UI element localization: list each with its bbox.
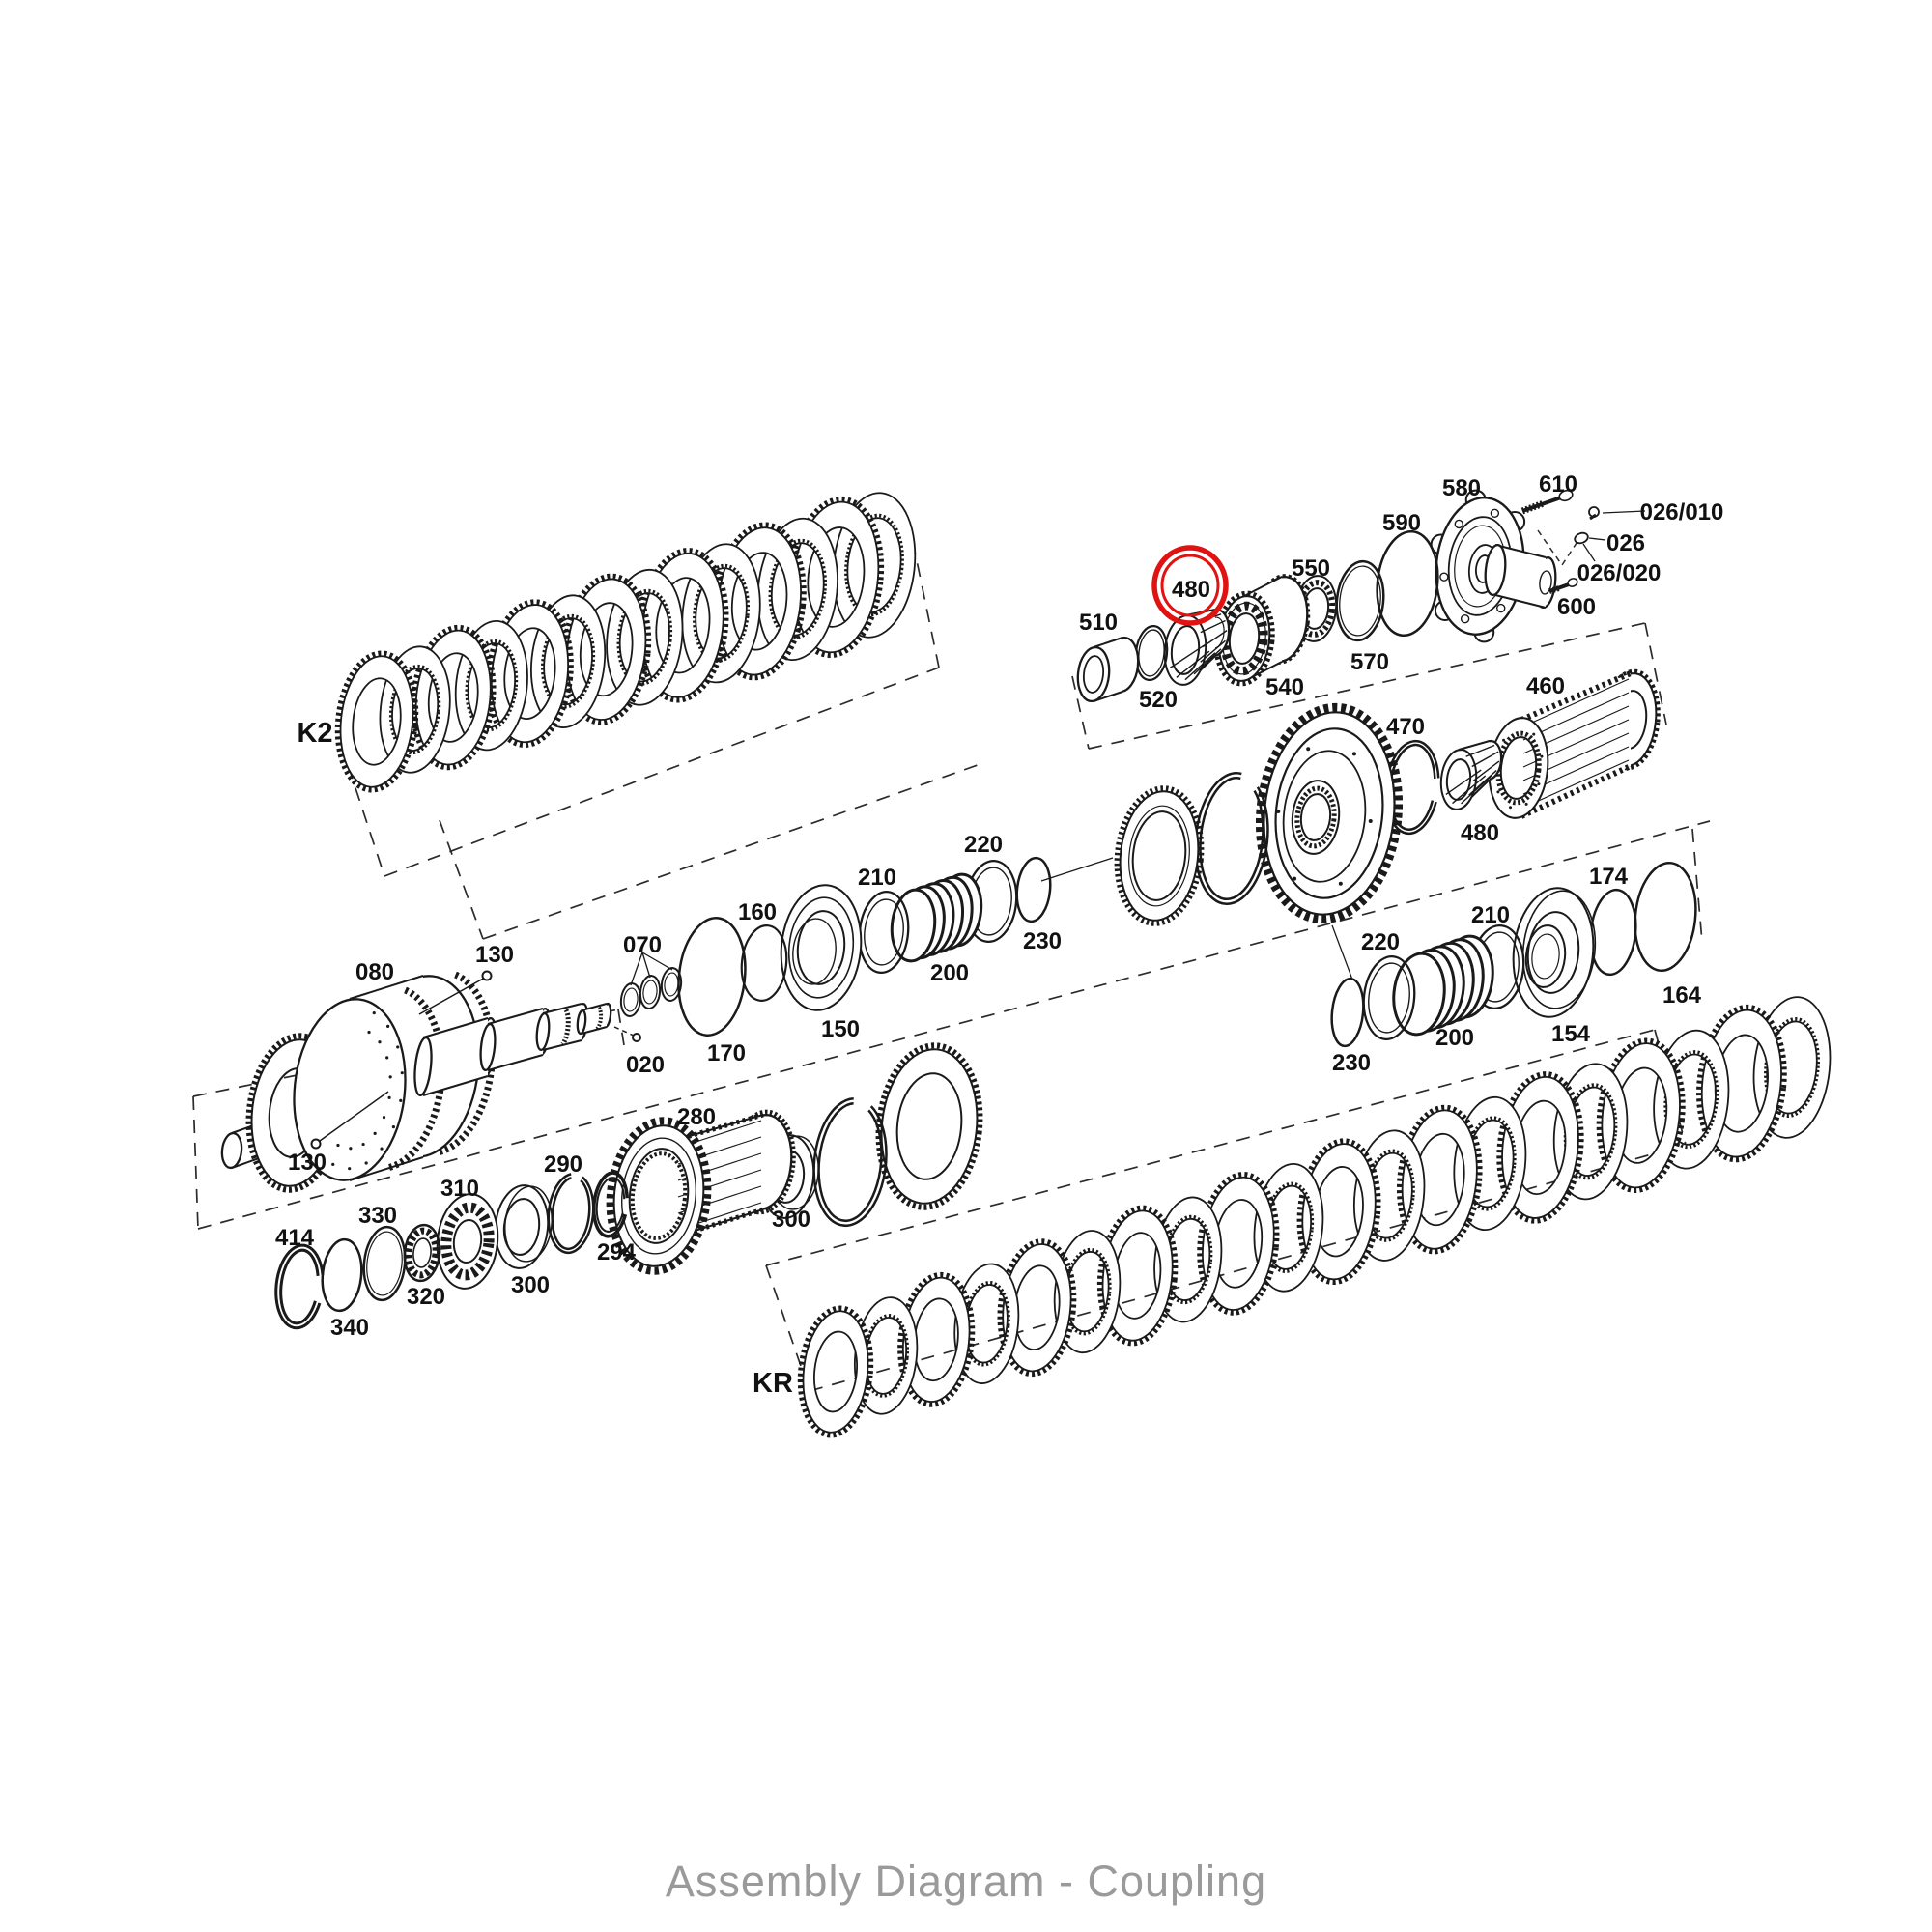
part-label-300-left: 300 bbox=[511, 1272, 550, 1298]
part-label-200-right: 200 bbox=[1435, 1025, 1474, 1051]
part-number-labels: 580 610 026/010 026 026/020 600 590 550 480 510 52… bbox=[275, 471, 1723, 1399]
part-label-310: 310 bbox=[440, 1176, 479, 1202]
part-label-520: 520 bbox=[1139, 687, 1178, 713]
part-label-026-010: 026/010 bbox=[1640, 499, 1724, 526]
part-label-174: 174 bbox=[1589, 864, 1629, 890]
part-label-160: 160 bbox=[738, 899, 777, 925]
part-label-070: 070 bbox=[623, 932, 662, 958]
part-label-414: 414 bbox=[275, 1225, 315, 1251]
highlight-circle bbox=[1151, 545, 1229, 626]
part-label-320: 320 bbox=[407, 1284, 445, 1310]
part-label-130-top: 130 bbox=[475, 942, 514, 968]
part-label-330: 330 bbox=[358, 1203, 397, 1229]
part-label-540: 540 bbox=[1265, 674, 1304, 700]
part-label-220-right: 220 bbox=[1361, 929, 1400, 955]
part-label-510: 510 bbox=[1079, 610, 1118, 636]
part-label-210-right: 210 bbox=[1471, 902, 1510, 928]
part-label-480-b: 480 bbox=[1461, 820, 1499, 846]
part-label-340: 340 bbox=[330, 1315, 369, 1341]
part-label-580: 580 bbox=[1442, 475, 1481, 501]
diagram-artwork bbox=[220, 489, 1832, 1438]
caption: Assembly Diagram - Coupling bbox=[665, 1857, 1267, 1906]
part-label-470: 470 bbox=[1386, 714, 1425, 740]
part-label-280: 280 bbox=[677, 1104, 716, 1130]
part-label-020: 020 bbox=[626, 1052, 665, 1078]
part-label-290: 290 bbox=[544, 1151, 582, 1178]
part-label-154: 154 bbox=[1551, 1021, 1591, 1047]
part-label-220-mid: 220 bbox=[964, 832, 1003, 858]
group-label-kr: KR bbox=[753, 1368, 793, 1399]
part-label-150: 150 bbox=[821, 1016, 860, 1042]
part-label-460: 460 bbox=[1526, 673, 1565, 699]
part-label-570: 570 bbox=[1350, 649, 1389, 675]
part-label-610: 610 bbox=[1539, 471, 1577, 497]
part-label-590: 590 bbox=[1382, 510, 1421, 536]
part-label-026: 026 bbox=[1606, 530, 1645, 556]
part-label-230-right: 230 bbox=[1332, 1050, 1371, 1076]
part-label-294: 294 bbox=[597, 1239, 637, 1265]
group-label-k2: K2 bbox=[297, 718, 332, 749]
part-label-480-circled: 480 bbox=[1172, 577, 1210, 603]
part-label-130-bottom: 130 bbox=[288, 1150, 327, 1176]
part-label-026-020: 026/020 bbox=[1577, 560, 1662, 586]
part-label-170: 170 bbox=[707, 1040, 746, 1066]
part-label-550: 550 bbox=[1292, 555, 1330, 582]
part-label-080: 080 bbox=[355, 959, 394, 985]
part-label-200-mid: 200 bbox=[930, 960, 969, 986]
part-label-230-mid: 230 bbox=[1023, 928, 1062, 954]
part-label-164: 164 bbox=[1662, 982, 1702, 1009]
part-label-300-right: 300 bbox=[772, 1207, 810, 1233]
part-label-210-mid: 210 bbox=[858, 865, 896, 891]
part-label-600: 600 bbox=[1557, 594, 1596, 620]
